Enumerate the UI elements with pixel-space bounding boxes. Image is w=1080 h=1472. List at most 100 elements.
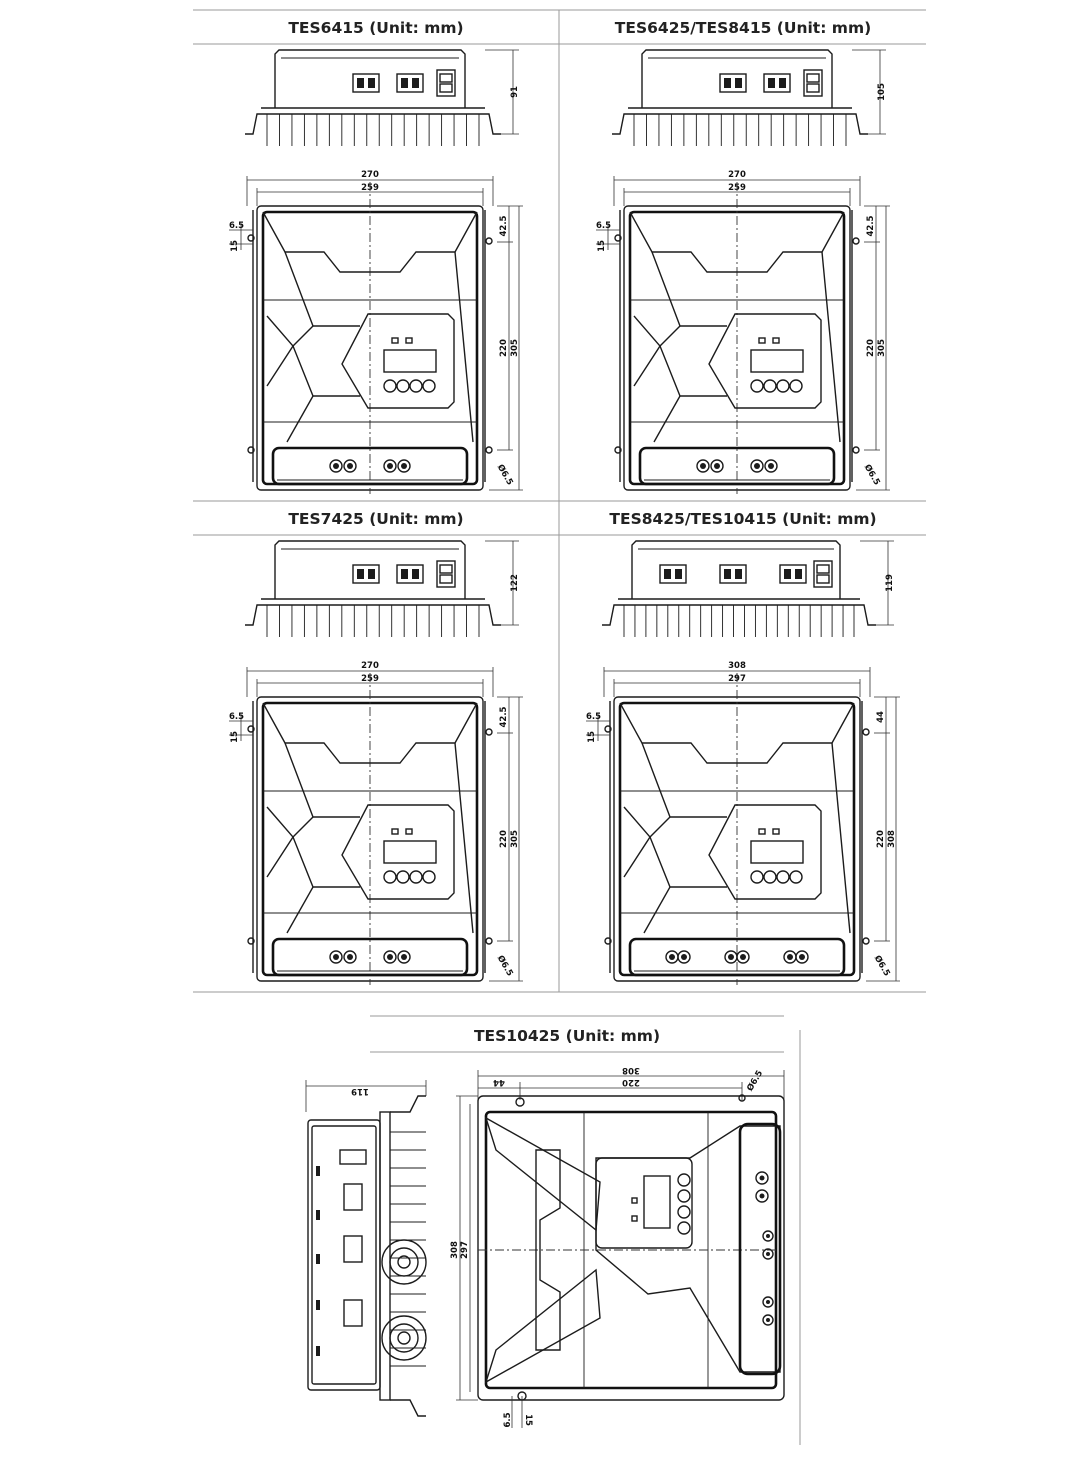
led-indicator: [405, 337, 413, 344]
side-height-label: 105: [877, 83, 887, 101]
mount-hole: [604, 937, 612, 945]
front-outer-width-label: 270: [361, 170, 379, 180]
outer-height-label: 305: [510, 339, 520, 357]
terminal-block: [779, 564, 807, 584]
mount-hole: [247, 937, 255, 945]
left-notch: [633, 315, 661, 387]
rj45-port: [436, 560, 456, 588]
mount-hole: [247, 446, 255, 454]
side-view: 119: [305, 1080, 427, 1417]
inner-height-label: 220: [876, 830, 886, 848]
outer-height-label: 305: [510, 830, 520, 848]
cable-port: [383, 459, 397, 473]
keypad-button: [383, 379, 397, 393]
outer-height-label: 308: [887, 830, 897, 848]
front-outer-height-label: 308: [450, 1241, 460, 1259]
mount-hole: [604, 725, 612, 733]
side-fins: [266, 605, 480, 637]
keypad-button: [383, 870, 397, 884]
terminal-block: [352, 564, 380, 584]
front-hole-dia-label: Ø6.5: [744, 1068, 765, 1093]
keypad-button: [750, 870, 764, 884]
rj45-port: [813, 560, 833, 588]
terminal-block: [396, 73, 424, 93]
side-body: [274, 540, 466, 599]
top-bevel: [262, 211, 478, 273]
keypad-button: [409, 870, 423, 884]
cable-port: [343, 459, 357, 473]
front-top-offset-label: 44: [493, 1077, 505, 1087]
panel-title: TES7425 (Unit: mm): [288, 510, 463, 528]
terminal-block: [659, 564, 687, 584]
cable-port: [795, 950, 809, 964]
cable-port: [764, 459, 778, 473]
keypad-button: [789, 870, 803, 884]
cable-port: [397, 950, 411, 964]
front-hole-b-label: 15: [523, 1414, 533, 1426]
mount-hole: [862, 728, 870, 736]
side-fins: [623, 605, 855, 637]
rj45-port: [436, 69, 456, 97]
cable-port: [329, 950, 343, 964]
keypad-button: [776, 870, 790, 884]
cable-port: [397, 459, 411, 473]
side-fins: [633, 114, 847, 146]
keypad-button: [763, 379, 777, 393]
terminal-block: [719, 73, 747, 93]
mount-hole: [852, 237, 860, 245]
cable-port: [783, 950, 797, 964]
led-indicator: [758, 828, 766, 835]
side-flange: [612, 113, 868, 135]
hole-left-b-label: 15: [230, 240, 240, 252]
side-flange: [602, 604, 876, 626]
mount-hole: [852, 446, 860, 454]
panel-title: TES10425 (Unit: mm): [474, 1027, 660, 1045]
keypad-button: [789, 379, 803, 393]
cable-port: [383, 950, 397, 964]
side-view: 105: [612, 49, 887, 146]
left-notch: [266, 806, 294, 878]
inner-height-label: 220: [499, 830, 509, 848]
cable-port: [343, 950, 357, 964]
side-fins: [266, 114, 480, 146]
mount-hole: [485, 446, 493, 454]
hole-left-a-label: 6.5: [596, 221, 611, 231]
hole-left-b-label: 15: [587, 731, 597, 743]
top-bevel: [619, 702, 855, 764]
top-offset-label: 44: [876, 711, 886, 723]
led-indicator: [758, 337, 766, 344]
cable-port: [329, 459, 343, 473]
keypad-button: [422, 870, 436, 884]
side-view: 119: [602, 540, 895, 637]
terminal-block: [719, 564, 747, 584]
side-body: [641, 49, 833, 108]
keypad-button: [763, 870, 777, 884]
side-flange: [245, 604, 501, 626]
hole-left-a-label: 6.5: [229, 221, 244, 231]
front-outer-width-label: 270: [361, 661, 379, 671]
mount-hole: [485, 237, 493, 245]
top-bevel: [629, 211, 845, 273]
bottom-terminal-cover: [638, 446, 836, 486]
mount-hole: [247, 725, 255, 733]
cable-port: [710, 459, 724, 473]
rj45-port: [803, 69, 823, 97]
mount-hole: [862, 937, 870, 945]
keypad-button: [396, 870, 410, 884]
display-module: [708, 804, 822, 900]
cable-port: [696, 459, 710, 473]
hole-left-a-label: 6.5: [586, 712, 601, 722]
layout-grid: [193, 9, 926, 1445]
keypad-button: [396, 379, 410, 393]
panel-tes8425-tes10415: TES8425/TES10415 (Unit: mm)1193082976.51…: [586, 510, 900, 985]
side-height-label: 122: [510, 574, 520, 592]
bottom-terminal-cover: [271, 446, 469, 486]
led-indicator: [772, 337, 780, 344]
cable-port: [724, 950, 738, 964]
hole-left-b-label: 15: [230, 731, 240, 743]
top-offset-label: 42.5: [499, 215, 509, 236]
